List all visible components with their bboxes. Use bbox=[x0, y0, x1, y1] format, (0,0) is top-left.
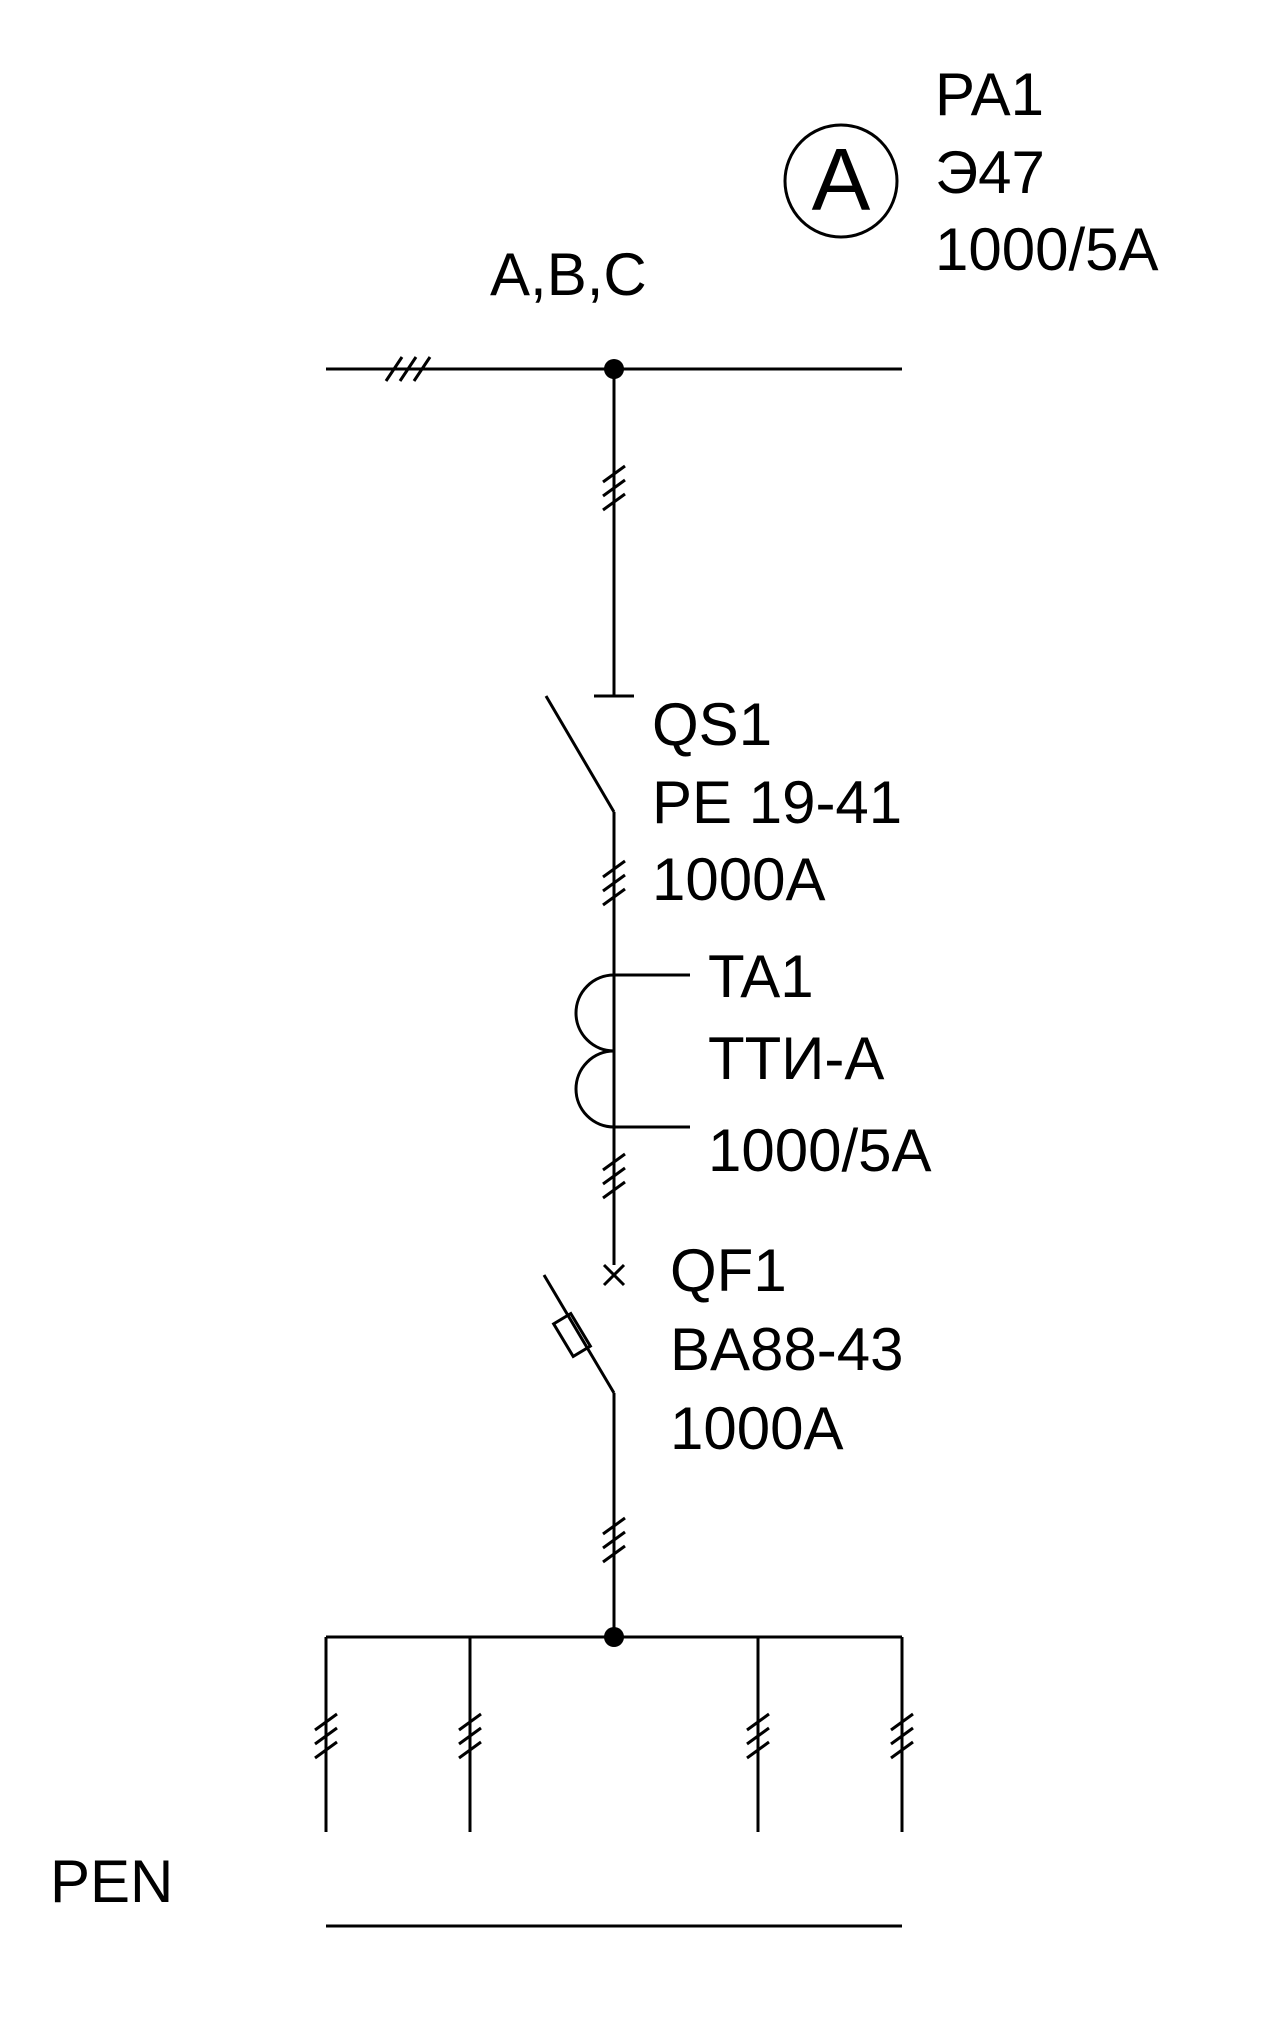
feeder-ticks-1 bbox=[602, 464, 626, 512]
pen-label: PEN bbox=[50, 1848, 173, 1915]
outgoing-feeder-2 bbox=[458, 1637, 482, 1832]
current-transformer-symbol bbox=[574, 973, 690, 1129]
disconnector-model: PE 19-41 bbox=[652, 769, 902, 836]
busbar-three-phase-ticks bbox=[384, 356, 432, 382]
ct-designation: TA1 bbox=[708, 943, 814, 1010]
ammeter-symbol: A bbox=[783, 123, 899, 239]
outgoing-feeder-4 bbox=[890, 1637, 914, 1832]
feeder-ticks-4 bbox=[602, 1516, 626, 1564]
outgoing-feeder-3 bbox=[746, 1637, 770, 1832]
output-junction-dot bbox=[604, 1627, 624, 1647]
ct-model: ТТИ-А bbox=[708, 1025, 884, 1092]
disconnector-rating: 1000A bbox=[652, 846, 826, 913]
ammeter-model: Э47 bbox=[935, 139, 1045, 206]
circuit-breaker-symbol bbox=[542, 1263, 626, 1394]
disconnector-designation: QS1 bbox=[652, 691, 772, 758]
breaker-model: BA88-43 bbox=[670, 1316, 904, 1383]
ammeter-circle bbox=[783, 123, 899, 239]
feeder-ticks-2 bbox=[602, 859, 626, 907]
outgoing-feeder-1 bbox=[314, 1637, 338, 1832]
disconnector-symbol bbox=[544, 694, 634, 813]
ct-ratio: 1000/5A bbox=[708, 1117, 932, 1184]
breaker-thermal-element bbox=[551, 1311, 593, 1359]
breaker-rating: 1000A bbox=[670, 1395, 844, 1462]
breaker-designation: QF1 bbox=[670, 1237, 787, 1304]
phase-label: A,B,C bbox=[490, 241, 647, 308]
feeder-ticks-3 bbox=[602, 1152, 626, 1200]
ammeter-letter: A bbox=[812, 130, 871, 229]
ammeter-ratio: 1000/5A bbox=[935, 216, 1159, 283]
ammeter-designation: PA1 bbox=[935, 61, 1044, 128]
